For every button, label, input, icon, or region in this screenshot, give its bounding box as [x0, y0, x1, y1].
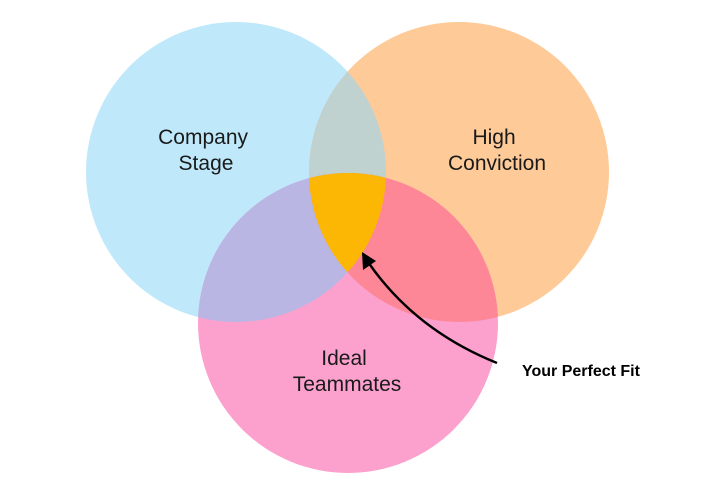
company-stage-label: Company Stage: [158, 126, 254, 175]
high-conviction-label-line2: Conviction: [448, 152, 546, 175]
ideal-teammates-label-line2: Teammates: [293, 373, 402, 396]
company-ideal-overlap: [198, 173, 386, 322]
callout-arrow-line: [366, 261, 498, 365]
high-conviction-label: High Conviction: [448, 126, 546, 175]
company-stage-label-line1: Company: [158, 126, 248, 149]
callout-label: Your Perfect Fit: [522, 363, 641, 380]
high-conviction-label-line1: High: [472, 126, 515, 149]
company-stage-label-line2: Stage: [179, 152, 234, 175]
high-ideal-overlap: [309, 173, 498, 322]
ideal-teammates-label-line1: Ideal: [321, 347, 367, 370]
ideal-teammates-label: Ideal Teammates: [293, 347, 402, 396]
callout-arrow-head: [362, 252, 376, 270]
